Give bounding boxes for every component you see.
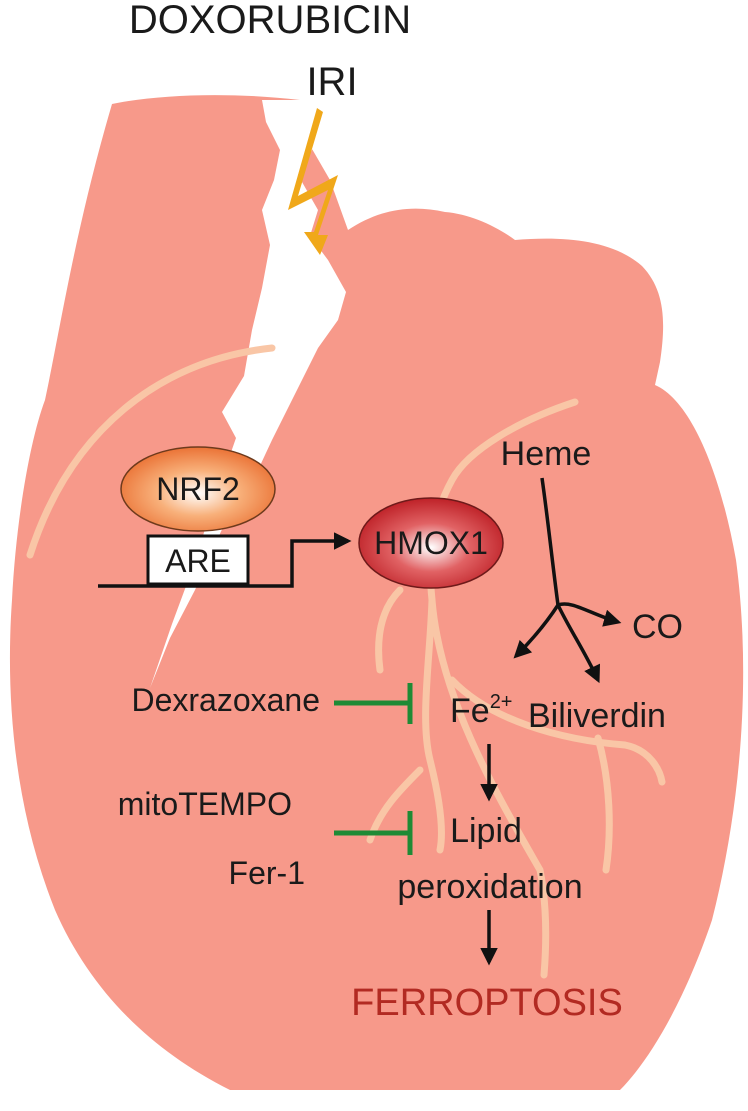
heme-label: Heme (501, 435, 592, 473)
hmox1-label: HMOX1 (374, 525, 488, 561)
ferroptosis-label: FERROPTOSIS (351, 982, 623, 1024)
heme-degradation-arrows (513, 477, 622, 684)
mitotempo-fer1-inhibition-bar (334, 811, 413, 855)
fer1-label: Fer-1 (229, 855, 305, 891)
heart-crack (150, 100, 346, 688)
biliverdin-label: Biliverdin (528, 697, 666, 735)
nrf2-oval (120, 446, 276, 532)
are-box (146, 534, 250, 586)
are-label: ARE (165, 543, 231, 579)
dexrazoxane-label: Dexrazoxane (131, 682, 320, 718)
lightning-bolt-icon (288, 108, 338, 255)
dexrazoxane-inhibition-bar (334, 683, 413, 724)
hmox1-oval (358, 497, 504, 589)
fe-superscript: 2+ (490, 691, 513, 713)
nrf2-label: NRF2 (156, 471, 240, 507)
peroxidation-label: peroxidation (397, 868, 582, 906)
lipid-label: Lipid (450, 812, 522, 850)
co-label: CO (632, 608, 683, 646)
trigger-iri: IRI (306, 60, 357, 104)
promoter-line (98, 532, 352, 588)
heart-shape (9, 95, 744, 1090)
fe-base: Fe (450, 692, 490, 730)
fe-label: Fe2+ (450, 691, 513, 730)
mitotempo-label: mitoTEMPO (118, 786, 292, 822)
trigger-doxorubicin: DOXORUBICIN (129, 0, 411, 42)
